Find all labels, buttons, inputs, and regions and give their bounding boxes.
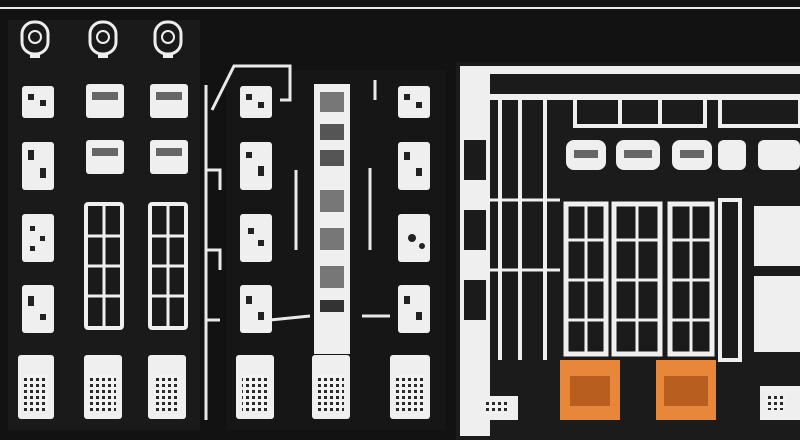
chassis-module-3 bbox=[656, 140, 716, 420]
module-column-2 bbox=[84, 84, 124, 419]
chassis-frame bbox=[456, 62, 800, 440]
module-column-1-details bbox=[24, 94, 48, 411]
connector-icon bbox=[478, 396, 518, 420]
cable-icon bbox=[204, 64, 390, 420]
module-column-6-details bbox=[396, 94, 425, 411]
module-column-4-details bbox=[242, 94, 268, 411]
chassis-module-2 bbox=[611, 140, 663, 357]
chassis-module-4 bbox=[718, 140, 800, 420]
person-badge-icon bbox=[20, 20, 50, 58]
chassis-module-1 bbox=[560, 140, 620, 420]
person-badge-icon bbox=[88, 20, 118, 58]
module-column-3 bbox=[148, 84, 188, 419]
person-badge-icon bbox=[153, 20, 183, 58]
module-column-center bbox=[312, 84, 350, 419]
